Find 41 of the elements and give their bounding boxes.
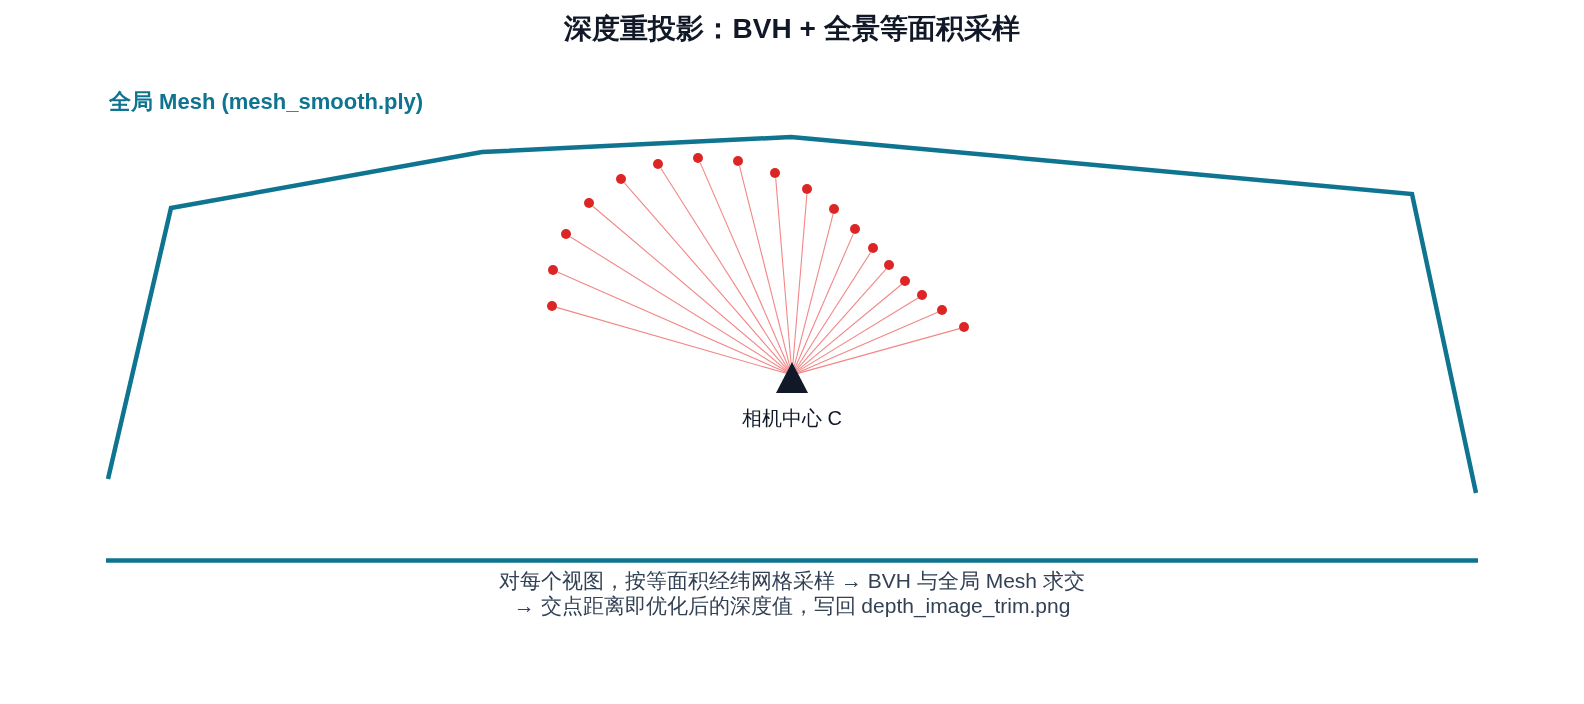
sample-point: [959, 322, 970, 333]
sample-point: [584, 198, 595, 209]
sample-point: [937, 305, 948, 316]
sample-point: [900, 276, 911, 287]
mesh-label: 全局 Mesh (mesh_smooth.ply): [109, 89, 424, 115]
sample-point: [616, 174, 627, 185]
ray-line: [592, 206, 788, 372]
caption: 对每个视图，按等面积经纬网格采样 → BVH 与全局 Mesh 求交 → 交点距离即优化后的深度值，写回 depth_image_trim.png: [498, 568, 1086, 618]
ray-line: [660, 167, 789, 370]
ray-line: [792, 193, 808, 365]
ray-line: [775, 177, 792, 365]
sample-point: [850, 224, 861, 235]
ray-line: [796, 283, 902, 372]
triangle-marker: [776, 362, 808, 393]
ray-line: [793, 213, 834, 367]
sample-point: [733, 156, 744, 167]
sample-point: [693, 153, 704, 164]
sample-point: [802, 184, 813, 195]
ray-line: [570, 236, 788, 373]
ray-line: [796, 311, 939, 374]
ray-line: [797, 328, 961, 374]
sample-point: [653, 159, 664, 170]
ray-line: [557, 271, 788, 374]
sample-point: [884, 260, 895, 271]
title: 深度重投影：BVH + 全景等面积采样: [564, 12, 1020, 46]
ray-line: [699, 162, 790, 369]
ray-line: [624, 182, 789, 371]
sample-point: [561, 229, 572, 240]
ray-line: [738, 165, 791, 367]
sample-point: [829, 204, 840, 215]
sample-point: [546, 301, 557, 311]
ray-line: [796, 297, 919, 373]
camera-label: 相机中心 C: [742, 406, 842, 430]
ray-line: [795, 251, 872, 370]
sample-point: [770, 168, 781, 179]
sample-point: [548, 265, 559, 276]
sample-point: [917, 290, 928, 301]
ray-line: [795, 268, 887, 371]
ray-line: [555, 306, 787, 374]
sample-point: [868, 243, 879, 254]
ray-line: [794, 233, 854, 369]
